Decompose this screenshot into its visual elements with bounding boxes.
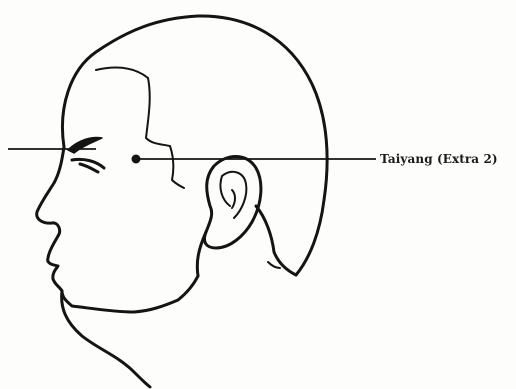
- nape-mark: [268, 262, 280, 268]
- eye: [72, 159, 104, 172]
- head-outline: [62, 16, 327, 275]
- ear-outer: [204, 157, 260, 249]
- eyebrow: [68, 138, 102, 154]
- point-label: Taiyang (Extra 2): [380, 152, 498, 166]
- taiyang-point-marker: [132, 155, 141, 164]
- hairline: [96, 68, 184, 188]
- ear-inner: [220, 172, 246, 218]
